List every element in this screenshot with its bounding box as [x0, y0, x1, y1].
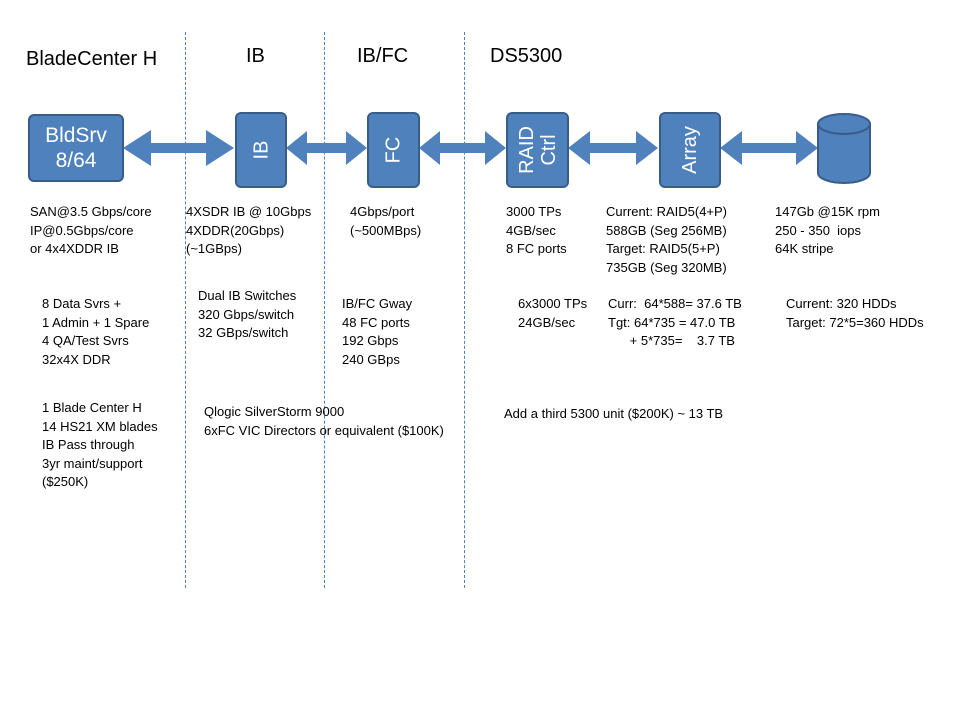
count-line: + 5*735= 3.7 TB	[608, 333, 735, 348]
count-line: Current: 320 HDDs	[786, 296, 897, 311]
counts-servers: 8 Data Svrs + 1 Admin + 1 Spare 4 QA/Tes…	[42, 295, 149, 369]
specs-array: Current: RAID5(4+P) 588GB (Seg 256MB) Ta…	[606, 203, 727, 277]
count-line: 24GB/sec	[518, 314, 576, 330]
counts-hdds: Current: 320 HDDs Target: 72*5=360 HDDs	[786, 295, 924, 332]
count-line: 240 GBps	[342, 351, 400, 367]
divider-3	[464, 32, 465, 588]
spec-line: SAN@3.5 Gbps/core	[30, 204, 152, 219]
spec-line: (~500MBps)	[350, 222, 422, 238]
costs-qlogic: Qlogic SilverStorm 9000 6xFC VIC Directo…	[204, 403, 444, 440]
arrow-raid-array	[568, 131, 658, 165]
cost-line: 1 Blade Center H	[42, 400, 142, 415]
spec-line: 250 - 350 iops	[775, 222, 862, 238]
count-line: 4 QA/Test Svrs	[42, 333, 129, 348]
node-ib-label: IB	[250, 140, 272, 160]
count-line: 1 Admin + 1 Spare	[42, 314, 150, 330]
spec-line: 3000 TPs	[506, 204, 562, 219]
spec-line: IP@0.5Gbps/core	[30, 222, 134, 238]
cost-line: 3yr maint/support	[42, 455, 143, 471]
arrow-fc-raid	[419, 131, 506, 165]
cost-line: 6xFC VIC Directors or equivalent ($100K)	[204, 422, 444, 438]
node-bldsrv-line1: BldSrv	[45, 124, 107, 147]
costs-ds5300: Add a third 5300 unit ($200K) ~ 13 TB	[504, 405, 723, 424]
arrow-bldsrv-ib	[123, 130, 234, 166]
cost-line: Qlogic SilverStorm 9000	[204, 404, 345, 419]
spec-line: 4Gbps/port	[350, 204, 415, 219]
spec-line: or 4x4XDDR IB	[30, 241, 119, 256]
specs-fc: 4Gbps/port (~500MBps)	[350, 203, 421, 240]
count-line: 48 FC ports	[342, 314, 410, 330]
spec-line: 8 FC ports	[506, 241, 567, 256]
counts-gateway: IB/FC Gway 48 FC ports 192 Gbps 240 GBps	[342, 295, 412, 369]
node-bldsrv: BldSrv 8/64	[28, 114, 124, 182]
counts-capacity: Curr: 64*588= 37.6 TB Tgt: 64*735 = 47.0…	[608, 295, 742, 351]
node-raid-line1: RAID	[515, 126, 538, 174]
cost-line: ($250K)	[42, 474, 89, 489]
spec-line: 64K stripe	[775, 241, 834, 256]
spec-line: 147Gb @15K rpm	[775, 204, 880, 219]
specs-ib: 4XSDR IB @ 10Gbps 4XDDR(20Gbps) (~1GBps)	[186, 203, 311, 259]
spec-line: Current: RAID5(4+P)	[606, 204, 728, 219]
count-line: 32x4X DDR	[42, 351, 111, 367]
count-line: Dual IB Switches	[198, 288, 297, 303]
count-line: 32 GBps/switch	[198, 325, 289, 340]
node-array: Array	[659, 112, 721, 188]
count-line: Target: 72*5=360 HDDs	[786, 314, 924, 330]
node-fc-label: FC	[382, 136, 405, 164]
counts-raid: 6x3000 TPs 24GB/sec	[518, 295, 587, 332]
spec-line: 4XDDR(20Gbps)	[186, 222, 285, 238]
spec-line: 588GB (Seg 256MB)	[606, 222, 727, 238]
specs-raid: 3000 TPs 4GB/sec 8 FC ports	[506, 203, 567, 259]
node-fc: FC	[367, 112, 420, 188]
cost-line: IB Pass through	[42, 437, 135, 452]
divider-1	[185, 32, 186, 588]
spec-line: (~1GBps)	[186, 241, 242, 256]
node-ib: IB	[235, 112, 287, 188]
spec-line: Target: RAID5(5+P)	[606, 241, 720, 256]
specs-disk: 147Gb @15K rpm 250 - 350 iops 64K stripe	[775, 203, 880, 259]
count-line: 8 Data Svrs +	[42, 296, 122, 311]
cylinder-icon	[817, 113, 871, 184]
spec-line: 735GB (Seg 320MB)	[606, 259, 727, 275]
counts-switches: Dual IB Switches 320 Gbps/switch 32 GBps…	[198, 287, 296, 343]
count-line: 6x3000 TPs	[518, 296, 588, 311]
node-raid-label: RAID Ctrl	[515, 126, 559, 174]
count-line: 192 Gbps	[342, 333, 399, 348]
header-bladecenter: BladeCenter H	[26, 48, 158, 70]
header-ibfc: IB/FC	[357, 45, 409, 67]
count-line: Tgt: 64*735 = 47.0 TB	[608, 314, 736, 330]
arrow-array-disk	[720, 131, 818, 165]
spec-line: 4GB/sec	[506, 222, 556, 238]
count-line: 320 Gbps/switch	[198, 306, 295, 322]
spec-line: 4XSDR IB @ 10Gbps	[186, 204, 312, 219]
header-ds5300: DS5300	[490, 45, 563, 67]
arrow-ib-fc	[286, 131, 367, 165]
costs-bladecenter: 1 Blade Center H 14 HS21 XM blades IB Pa…	[42, 399, 158, 492]
specs-bladecenter: SAN@3.5 Gbps/core IP@0.5Gbps/core or 4x4…	[30, 203, 152, 259]
node-bldsrv-line2: 8/64	[55, 149, 97, 172]
divider-2	[324, 32, 325, 588]
node-array-label: Array	[678, 126, 701, 174]
count-line: IB/FC Gway	[342, 296, 413, 311]
cost-line: Add a third 5300 unit ($200K) ~ 13 TB	[504, 406, 724, 421]
header-ib: IB	[246, 45, 265, 67]
cost-line: 14 HS21 XM blades	[42, 418, 158, 434]
node-raid-line2: Ctrl	[537, 134, 560, 166]
node-raid-ctrl: RAID Ctrl	[506, 112, 569, 188]
count-line: Curr: 64*588= 37.6 TB	[608, 296, 742, 311]
